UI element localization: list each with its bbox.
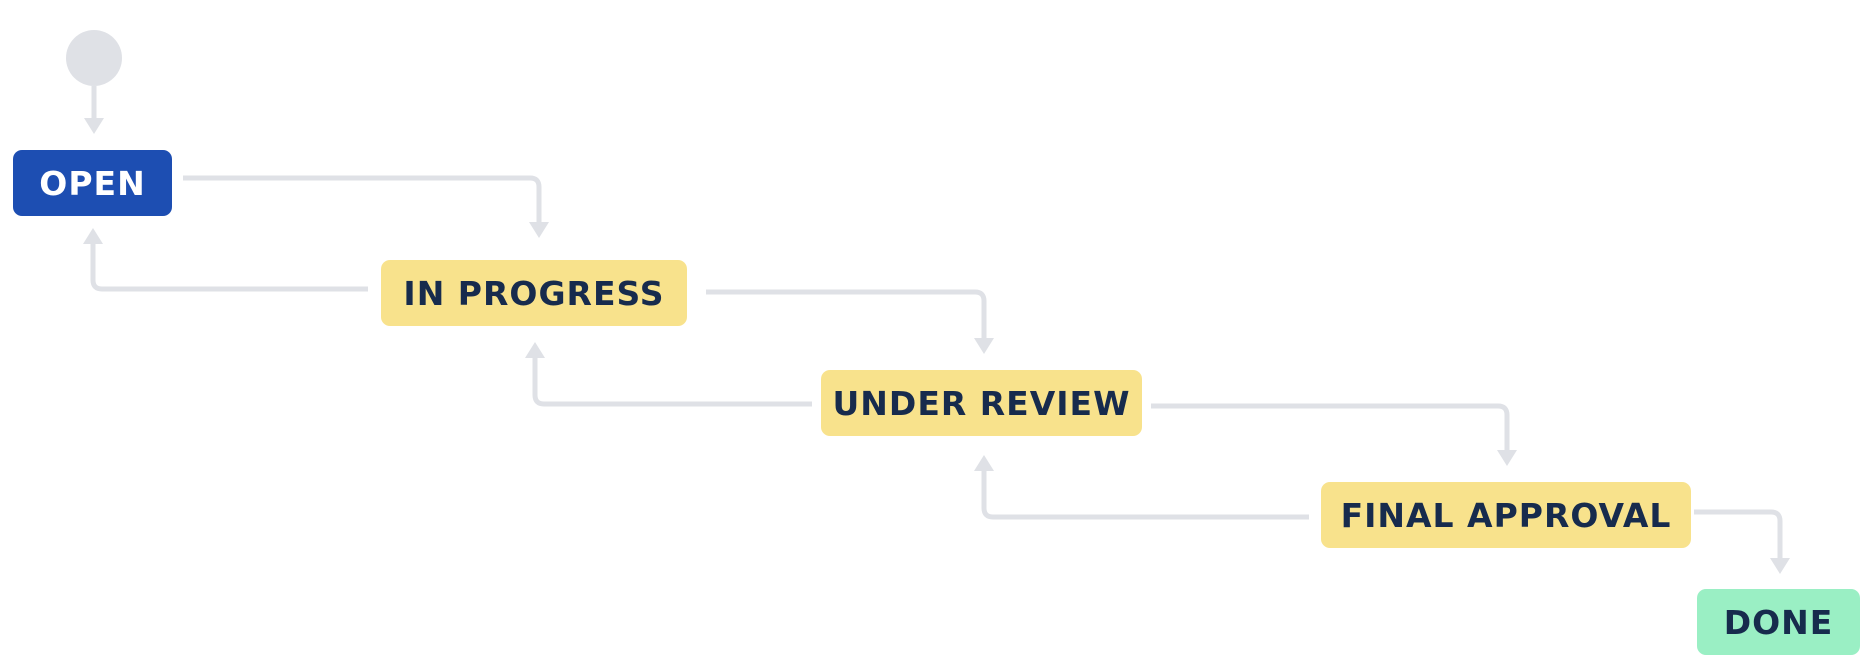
transition-in-progress-to-open[interactable] (90, 244, 368, 292)
transition-under-review-to-final-approval[interactable] (1151, 403, 1510, 450)
status-label: DONE (1723, 602, 1834, 642)
arrowhead-icon (525, 342, 545, 358)
status-label: UNDER REVIEW (832, 383, 1131, 423)
arrowhead-icon (1770, 558, 1790, 574)
transition-under-review-to-in-progress[interactable] (532, 358, 812, 407)
start-node (66, 30, 122, 86)
arrowhead-icon (84, 118, 104, 134)
status-final-approval[interactable]: FINAL APPROVAL (1321, 482, 1691, 548)
transition-final-approval-to-under-review[interactable] (981, 471, 1309, 520)
arrowhead-icon (974, 455, 994, 471)
status-label: FINAL APPROVAL (1340, 495, 1672, 535)
arrowhead-icon (83, 228, 103, 244)
status-done[interactable]: DONE (1697, 589, 1860, 655)
arrowhead-icon (529, 222, 549, 238)
status-label: OPEN (39, 163, 146, 203)
status-in-progress[interactable]: IN PROGRESS (381, 260, 687, 326)
arrowhead-icon (974, 338, 994, 354)
transition-in-progress-to-under-review[interactable] (706, 289, 987, 338)
transition-final-approval-to-done[interactable] (1694, 509, 1783, 558)
arrowhead-icon (1497, 450, 1517, 466)
status-label: IN PROGRESS (403, 273, 665, 313)
status-open[interactable]: OPEN (13, 150, 172, 216)
status-under-review[interactable]: UNDER REVIEW (821, 370, 1142, 436)
transition-open-to-in-progress[interactable] (183, 175, 542, 222)
